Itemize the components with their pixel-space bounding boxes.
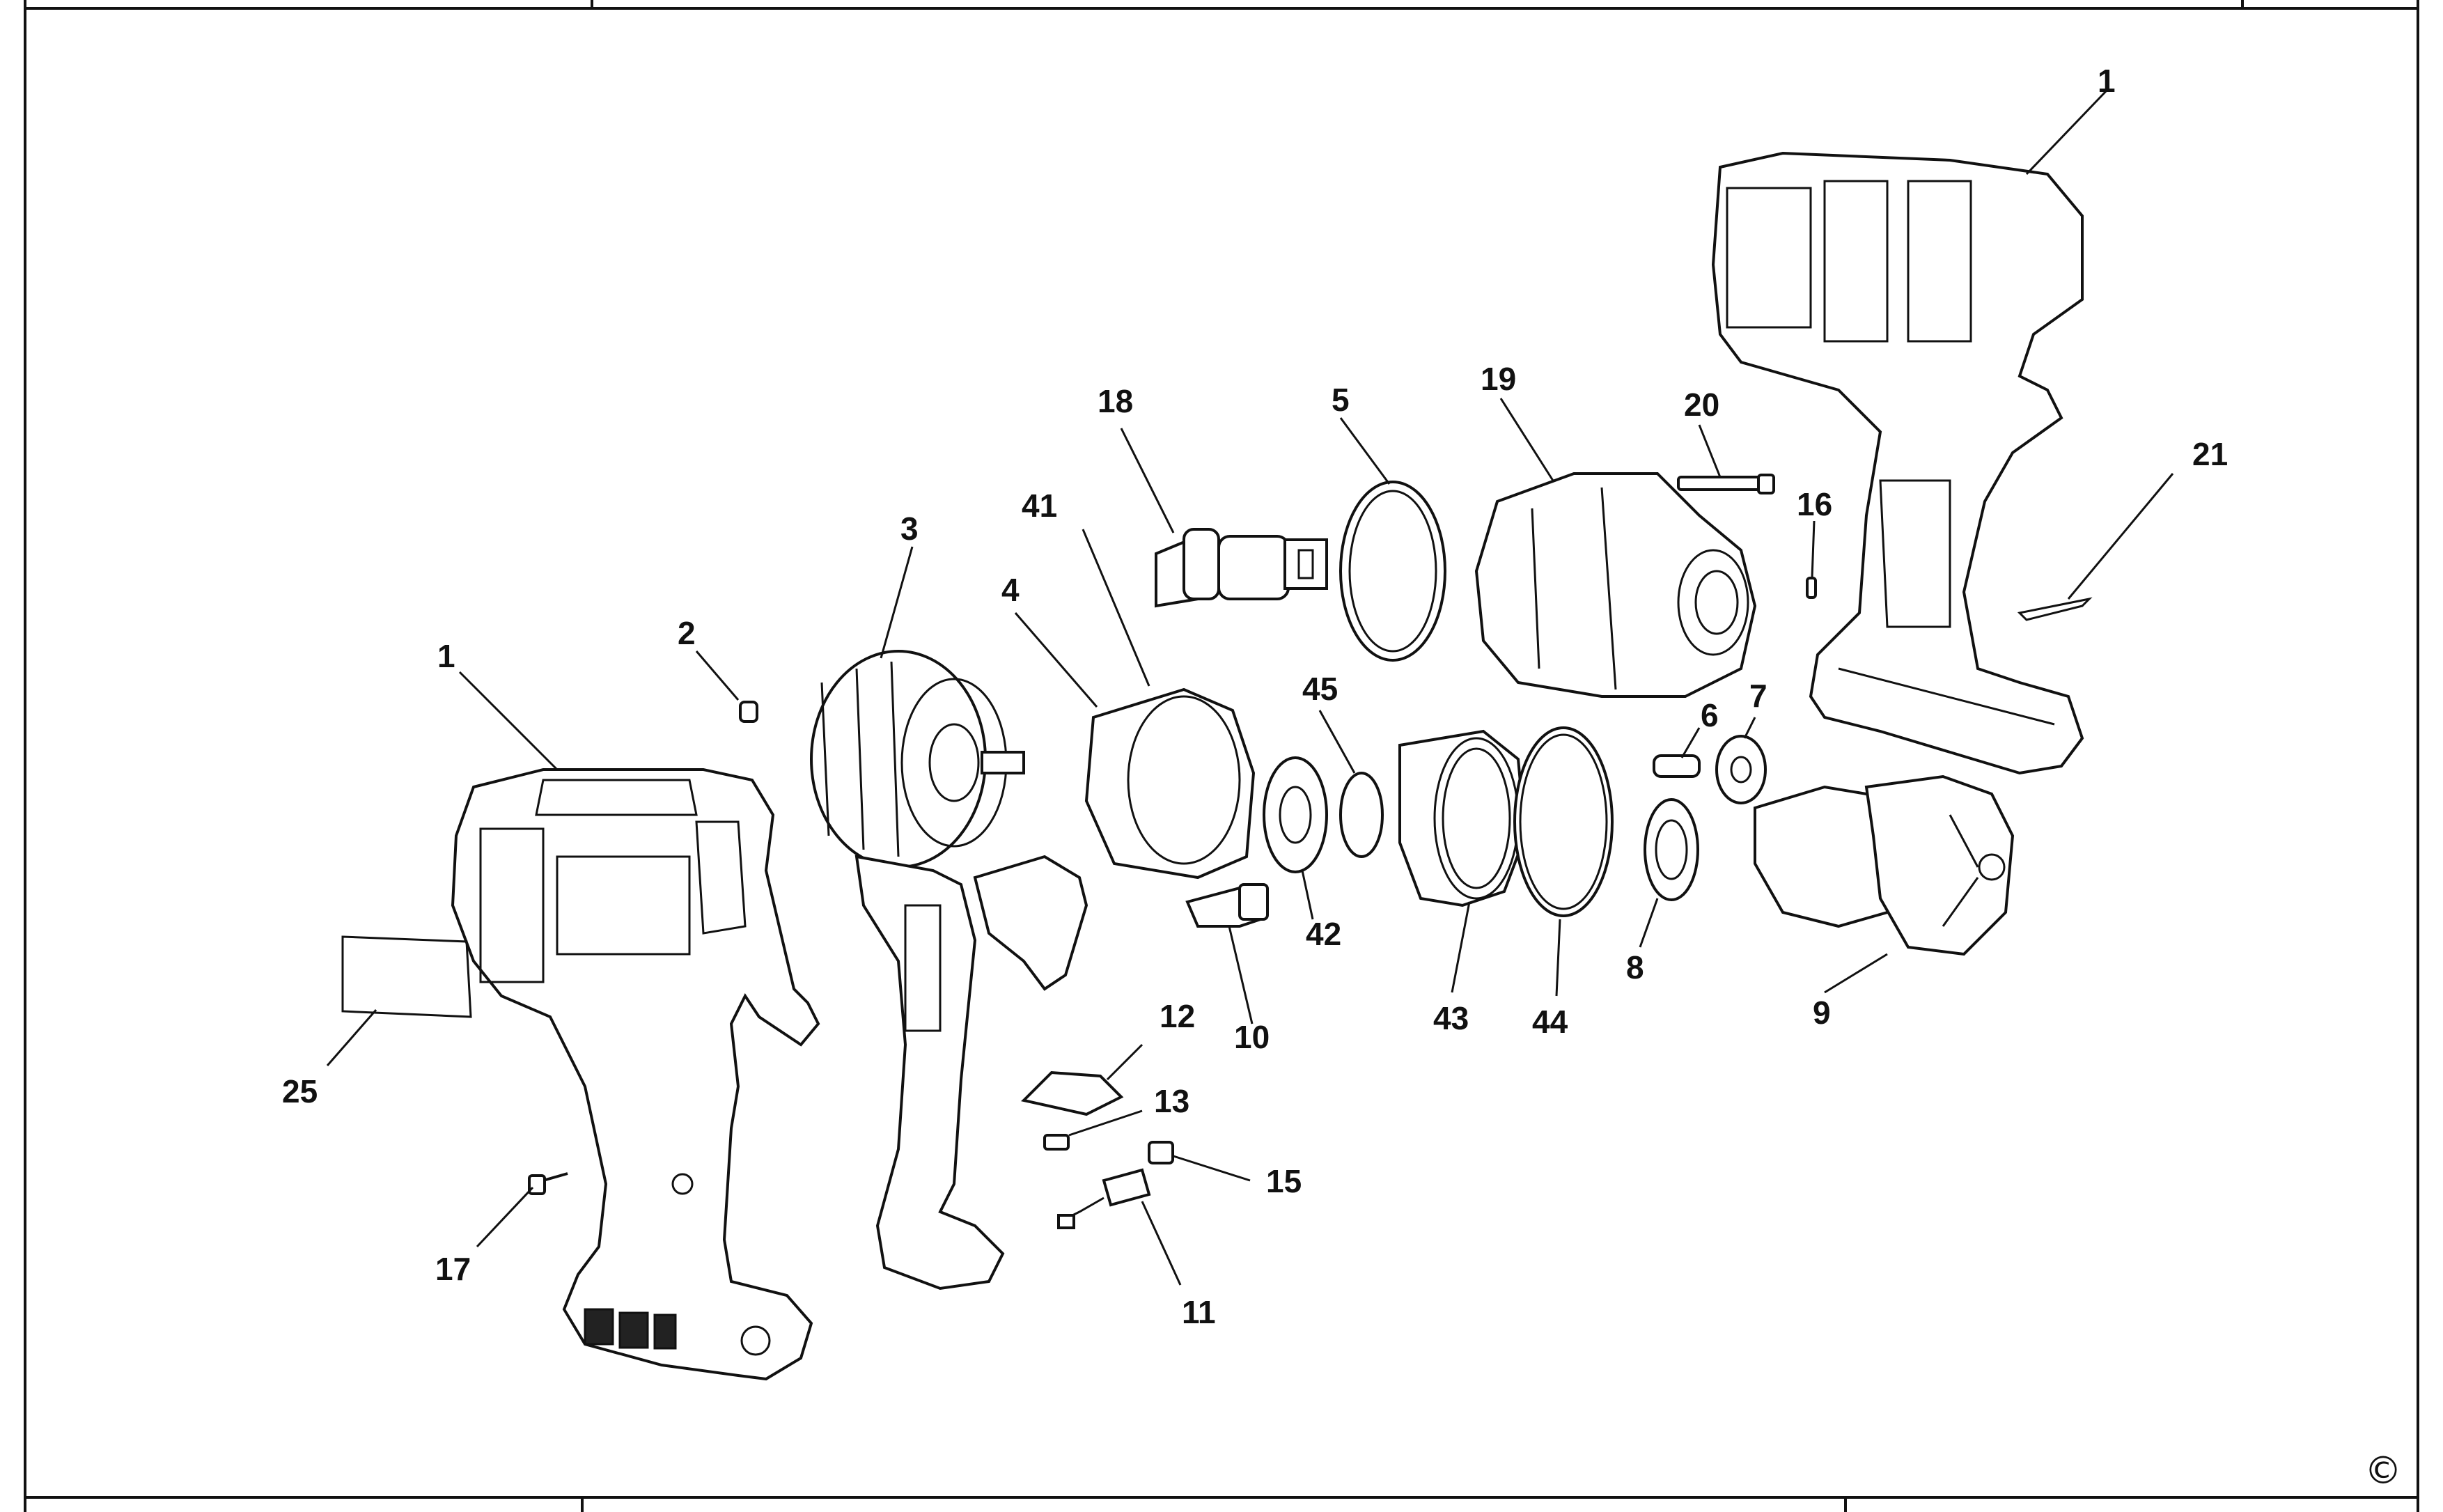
switch-connector — [1185, 883, 1269, 928]
housing-right-half — [1711, 151, 2084, 775]
callout-12: 12 — [1160, 998, 1195, 1034]
callout-43: 43 — [1433, 1000, 1469, 1036]
callout-6: 6 — [1701, 697, 1719, 733]
callout-41: 41 — [1022, 488, 1057, 524]
leader-7 — [1743, 717, 1756, 739]
label-plate — [341, 935, 472, 1018]
callout-17: 17 — [435, 1251, 471, 1287]
callout-20: 20 — [1684, 387, 1719, 423]
leader-16 — [1811, 520, 1816, 579]
leader-44 — [1555, 919, 1561, 997]
leader-43 — [1451, 901, 1471, 993]
callout-45: 45 — [1302, 671, 1338, 707]
housing-left-half — [451, 768, 820, 1381]
callout-19: 19 — [1481, 361, 1516, 397]
callout-13: 13 — [1154, 1083, 1189, 1119]
leader-4 — [1014, 612, 1098, 708]
callout-7: 7 — [1749, 678, 1767, 714]
gear-case-ring — [1084, 687, 1256, 880]
leader-41 — [1082, 529, 1150, 687]
hammer-carrier-assembly — [1754, 774, 2015, 956]
callout-2: 2 — [678, 615, 696, 651]
leader-19 — [1499, 398, 1554, 481]
callout-21: 21 — [2192, 436, 2228, 472]
callout-4: 4 — [1001, 572, 1020, 608]
callout-44: 44 — [1532, 1004, 1568, 1040]
pin — [739, 701, 758, 723]
leader-5 — [1339, 417, 1391, 485]
leader-20 — [1698, 424, 1722, 478]
callout-3: 3 — [900, 511, 919, 547]
drawing-frame — [24, 0, 2419, 1512]
leader-10 — [1228, 926, 1254, 1024]
small-clip — [1043, 1134, 1070, 1151]
motor-and-handle-assembly — [810, 650, 1088, 1291]
callout-10: 10 — [1234, 1019, 1270, 1055]
callout-16: 16 — [1797, 486, 1832, 522]
nose-housing — [1474, 472, 1757, 698]
callout-8: 8 — [1626, 949, 1644, 985]
small-pin — [1806, 577, 1817, 599]
leader-3 — [880, 546, 914, 659]
ring-gear — [1398, 729, 1527, 907]
o-ring — [1339, 772, 1384, 858]
leader-45 — [1318, 710, 1356, 774]
long-screw — [1677, 474, 1775, 494]
leader-lines — [326, 89, 2174, 1286]
leader-15 — [1173, 1155, 1251, 1182]
leader-1a — [458, 671, 559, 771]
leader-42 — [1301, 870, 1314, 920]
callout-1b: 1 — [2098, 63, 2116, 99]
leader-11 — [1141, 1201, 1182, 1286]
switch-cover — [1021, 1070, 1124, 1116]
leader-6 — [1680, 727, 1701, 758]
leader-1b — [2025, 89, 2108, 176]
callout-18: 18 — [1098, 383, 1133, 419]
leader-17 — [476, 1186, 534, 1248]
leader-2 — [695, 650, 740, 701]
callout-15: 15 — [1266, 1163, 1302, 1199]
anvil — [1155, 528, 1328, 608]
large-o-ring — [1513, 726, 1614, 917]
leader-8 — [1639, 898, 1659, 948]
callout-5: 5 — [1332, 382, 1350, 418]
spring-clip — [1339, 481, 1446, 662]
callout-labels: 1 1 2 3 4 5 6 7 8 9 10 11 12 13 15 16 17… — [282, 63, 2228, 1330]
callout-42: 42 — [1306, 916, 1341, 952]
planet-pin — [1653, 754, 1701, 778]
leader-25 — [326, 1009, 377, 1066]
callout-9: 9 — [1813, 995, 1831, 1031]
leader-13 — [1068, 1109, 1143, 1137]
planet-gear — [1715, 735, 1767, 804]
bearing — [1263, 756, 1328, 873]
leader-12 — [1106, 1043, 1144, 1081]
callout-1a: 1 — [437, 638, 455, 674]
connector — [1148, 1141, 1174, 1164]
leader-21 — [2067, 473, 2174, 600]
leader-9 — [1824, 953, 1888, 994]
copyright-symbol: © — [2364, 1449, 2402, 1492]
callout-11: 11 — [1182, 1294, 1216, 1330]
led-board — [1057, 1168, 1151, 1229]
screw — [528, 1172, 568, 1195]
washer — [1644, 798, 1699, 901]
leader-18 — [1120, 428, 1175, 533]
strip-label — [2017, 597, 2093, 621]
callout-25: 25 — [282, 1073, 318, 1109]
